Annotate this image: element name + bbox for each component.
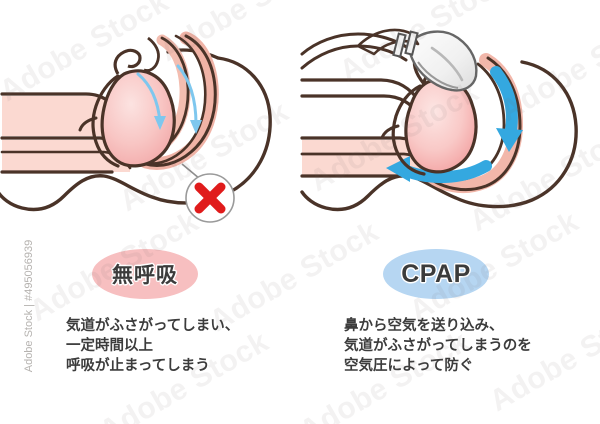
head-contour-path xyxy=(0,56,272,212)
hose-clamp-icon xyxy=(392,30,419,58)
cpap-label-text: CPAP xyxy=(401,259,471,288)
mask-seal-path xyxy=(417,61,459,89)
pharynx-outline-outer xyxy=(422,56,522,192)
mask-highlight-path xyxy=(430,46,464,82)
blockage-callout-group xyxy=(181,163,235,223)
mouth-line-path xyxy=(380,124,400,140)
jaw-group xyxy=(78,48,142,168)
mask-body-shape xyxy=(408,30,478,92)
airflow-arrow-2-head xyxy=(190,120,202,134)
upper-airway-band xyxy=(302,84,418,112)
airflow-arrow-1-head xyxy=(154,116,166,130)
tongue-group xyxy=(100,69,176,168)
chin-contour-path xyxy=(391,84,426,176)
red-x-icon xyxy=(194,182,226,214)
head-contour-path xyxy=(300,60,578,212)
tongue-shape xyxy=(100,69,176,168)
hose-path-lower xyxy=(300,44,408,70)
cpap-description: 鼻から空気を送り込み、 気道がふさがってしまうのを 空気圧によって防ぐ xyxy=(344,318,532,374)
apnea-description: 気道がふさがってしまい、 一定時間以上 呼吸が止まってしまう xyxy=(66,318,240,374)
cpap-label-chip: CPAP xyxy=(383,249,489,299)
airflow-arrow-2 xyxy=(176,64,198,126)
tongue-shape xyxy=(404,77,478,174)
pharynx-band-outer xyxy=(139,31,219,170)
tongue-group xyxy=(404,77,478,174)
watermark-attribution: Adobe Stock | #495056939 xyxy=(23,239,35,373)
head-outline-group xyxy=(300,60,578,212)
uvula-path xyxy=(143,36,160,72)
airflow-arrows-group xyxy=(136,64,202,134)
apnea-illustration xyxy=(0,0,300,240)
pharynx-outline-outer xyxy=(144,34,217,167)
upper-tissue-band xyxy=(2,96,120,136)
mouth-floor-path xyxy=(78,116,98,132)
apnea-label-text: 無呼吸 xyxy=(112,264,178,287)
airflow-arrows-group xyxy=(386,66,523,183)
cpap-illustration xyxy=(300,0,600,240)
chin-contour-path xyxy=(91,74,120,168)
airflow-arrow-left xyxy=(398,160,492,183)
jaw-contour-path xyxy=(113,48,142,75)
airflow-arrow-down-head xyxy=(496,128,523,152)
cpap-mask-device-group xyxy=(300,28,478,92)
apnea-label-chip: 無呼吸 xyxy=(92,249,198,299)
